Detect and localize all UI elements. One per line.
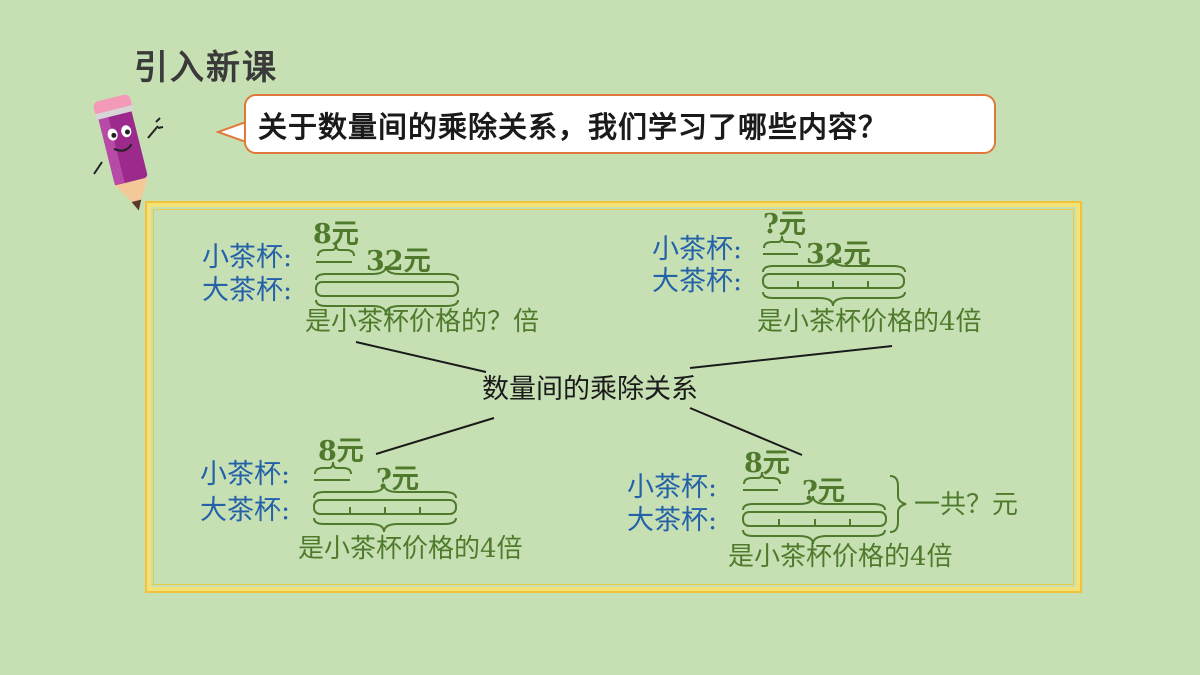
q2-big-label: 大茶杯: xyxy=(652,266,743,297)
q1-caption: 是小茶杯价格的？倍 xyxy=(305,307,540,337)
q2-big-value: 32元 xyxy=(806,239,871,270)
connector-line xyxy=(355,341,487,373)
pencil-mascot-icon xyxy=(93,94,164,211)
speech-bubble xyxy=(244,94,996,154)
diagram-strokes xyxy=(313,235,907,545)
q3-big-value: ?元 xyxy=(376,464,419,495)
q2-small-label: 小茶杯: xyxy=(652,234,743,265)
q3-small-value: 8元 xyxy=(318,436,364,467)
q4-small-value: 8元 xyxy=(744,448,790,479)
connector-line xyxy=(375,417,495,455)
diagram-frame-inner xyxy=(153,209,1074,585)
diagram-frame xyxy=(145,201,1082,593)
q1-small-label: 小茶杯: xyxy=(202,242,293,273)
q1-small-value: 8元 xyxy=(313,219,359,250)
page-title: 引入新课 xyxy=(134,48,278,88)
center-topic: 数量间的乘除关系 xyxy=(482,374,698,405)
q3-small-label: 小茶杯: xyxy=(200,459,291,490)
q1-big-value: 32元 xyxy=(366,246,431,277)
q4-big-value: ?元 xyxy=(802,476,845,507)
q2-caption: 是小茶杯价格的4倍 xyxy=(757,307,982,337)
q3-big-label: 大茶杯: xyxy=(200,495,291,526)
q3-caption: 是小茶杯价格的4倍 xyxy=(298,534,523,564)
connector-line xyxy=(689,345,893,369)
q4-total: 一共？元 xyxy=(914,490,1019,520)
q2-small-value: ?元 xyxy=(763,209,806,240)
connector-line xyxy=(689,407,803,456)
q1-big-label: 大茶杯: xyxy=(202,275,293,306)
q4-big-label: 大茶杯: xyxy=(627,505,718,536)
q4-small-label: 小茶杯: xyxy=(627,472,718,503)
question-text: 关于数量间的乘除关系，我们学习了哪些内容？ xyxy=(258,110,889,144)
q4-caption: 是小茶杯价格的4倍 xyxy=(728,542,953,572)
